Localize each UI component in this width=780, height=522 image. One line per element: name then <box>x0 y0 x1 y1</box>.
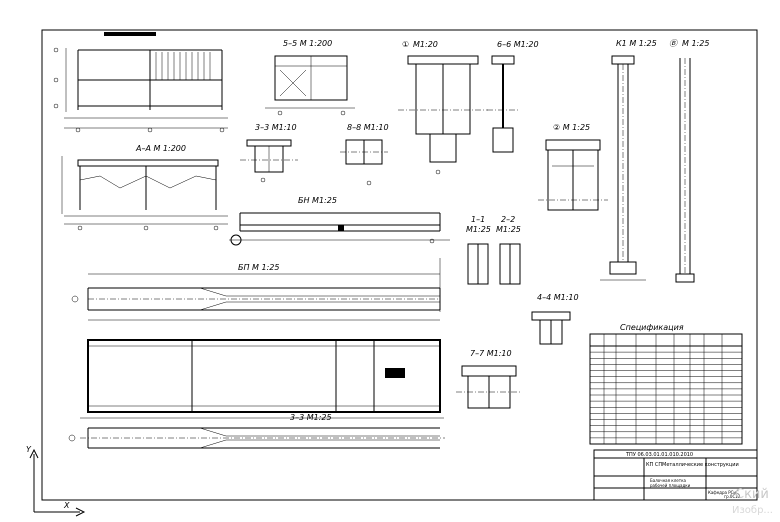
section-2-2: 2–2 М1:25 <box>496 215 521 285</box>
section-3-3-title: 3–3 М1:25 <box>290 413 332 422</box>
spec-rows <box>590 351 742 439</box>
section-8-8: 8–8 М1:10 <box>340 123 389 186</box>
beam-bn-title: БН М1:25 <box>298 196 337 205</box>
section-7-7: 7–7 М1:10 <box>456 349 522 409</box>
section-8-8-title: 8–8 М1:10 <box>347 123 389 132</box>
section-4-4: 4–4 М1:10 <box>531 293 579 345</box>
column-k1-title: К1 М 1:25 <box>616 39 657 48</box>
section-1-1-title: 1–1 <box>471 215 485 224</box>
beam-elevation <box>80 339 444 419</box>
axis-y-label: Y <box>26 445 32 454</box>
node-2-title: ② М 1:25 <box>553 123 590 132</box>
sheet-frame <box>41 29 758 501</box>
section-3-3-small: 3–3 М1:10 <box>240 123 298 183</box>
stamp-subtitle-2: рабочей площадки <box>650 483 691 488</box>
section-7-7-title: 7–7 М1:10 <box>470 349 512 358</box>
ucs-icon: Y X <box>26 445 86 517</box>
node-b-title: Ⓑ <box>669 39 679 48</box>
title-block: ТПУ 06.03.01.01.010.2010 КП СП Металличе… <box>593 449 758 501</box>
stamp-org: Кафедра РСиС <box>708 490 739 495</box>
node-b-scale: М 1:25 <box>682 39 709 48</box>
section-1-1: 1–1 М1:25 <box>466 215 491 285</box>
plan-hatch <box>155 52 211 80</box>
beam-bp: БП М 1:25 <box>71 258 441 321</box>
section-a-a-title: А–А М 1:200 <box>135 144 186 153</box>
section-1-1-scale: М1:25 <box>466 225 491 234</box>
plan-view <box>53 32 228 133</box>
stamp-sheet-code: КП СП <box>646 462 662 468</box>
specification-table: Спецификация <box>589 323 743 445</box>
stamp-subtitle-1: Балочная клетка <box>650 478 686 483</box>
node-b-detail: Ⓑ М 1:25 <box>669 39 709 283</box>
beam-bp-title: БП М 1:25 <box>238 263 279 272</box>
column-k1: К1 М 1:25 <box>600 39 657 281</box>
node-2-detail: ② М 1:25 <box>538 123 608 211</box>
section-4-4-title: 4–4 М1:10 <box>537 293 579 302</box>
beam-bn: БН М1:25 <box>229 196 450 246</box>
watermark-secondary: Изобр... <box>732 505 773 516</box>
node-1-scale: М1:20 <box>413 40 438 49</box>
section-5-5-title: 5–5 М 1:200 <box>283 39 332 48</box>
node-1-title: ① <box>402 40 409 49</box>
node-1-detail: ① М1:20 <box>398 40 488 175</box>
section-3-3: 3–3 М1:25 <box>68 413 445 449</box>
stamp-code: ТПУ 06.03.01.01.010.2010 <box>625 452 693 458</box>
section-a-a: А–А М 1:200 <box>61 144 228 231</box>
section-2-2-title: 2–2 <box>501 215 515 224</box>
section-3-3-small-title: 3–3 М1:10 <box>255 123 297 132</box>
section-6-6-title: 6–6 М1:20 <box>497 40 539 49</box>
axis-x-label: X <box>63 501 70 510</box>
plan-title-bar <box>104 32 156 36</box>
spec-title: Спецификация <box>620 323 684 332</box>
stamp-title: Металлические конструкции <box>662 462 739 468</box>
stamp-group: гр.0С12 <box>724 494 741 499</box>
watermark: Ский <box>735 487 769 502</box>
section-5-5: 5–5 М 1:200 <box>265 39 355 116</box>
section-6-6: 6–6 М1:20 <box>487 40 539 153</box>
section-2-2-scale: М1:25 <box>496 225 521 234</box>
